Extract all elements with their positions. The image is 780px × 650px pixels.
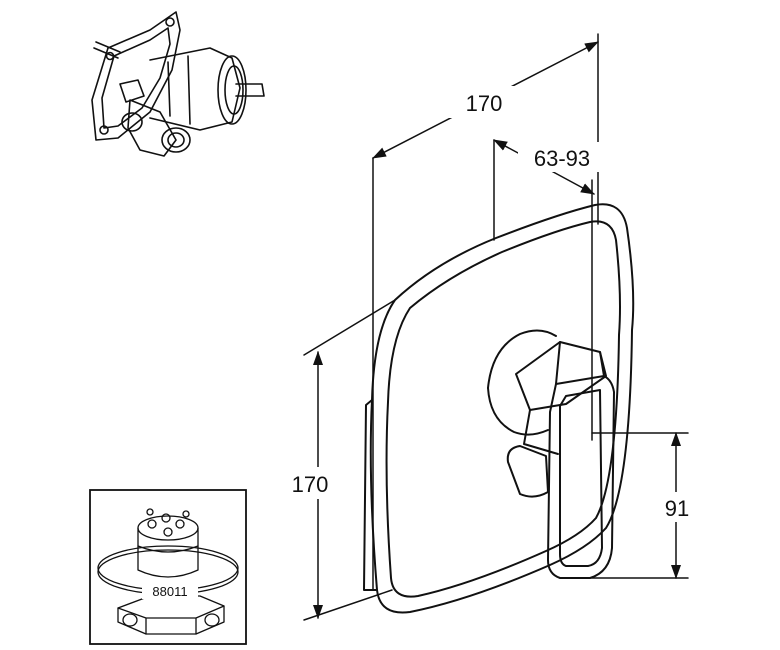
dimension-label-offset: 63-93	[534, 146, 590, 171]
label-bg-offset	[518, 142, 606, 172]
label-bg-left	[282, 467, 338, 499]
extension-line-top-left	[303, 299, 396, 356]
dimension-label-right-height: 91	[665, 496, 689, 521]
part-number-bg	[142, 583, 198, 599]
inset-box: 88011	[89, 489, 247, 645]
inset-frame	[89, 489, 247, 645]
label-bg-top	[449, 86, 515, 118]
dimension-label-left-height: 170	[292, 472, 329, 497]
label-bg-right	[656, 492, 698, 522]
trim-plate	[363, 203, 635, 614]
extension-line-bottom-left	[303, 589, 393, 621]
lever-handle	[487, 329, 615, 579]
dimension-label-top-width: 170	[466, 91, 503, 116]
valve-body-illustration	[91, 11, 265, 157]
part-number-label: 88011	[152, 584, 187, 599]
dimension-lines	[303, 33, 689, 621]
